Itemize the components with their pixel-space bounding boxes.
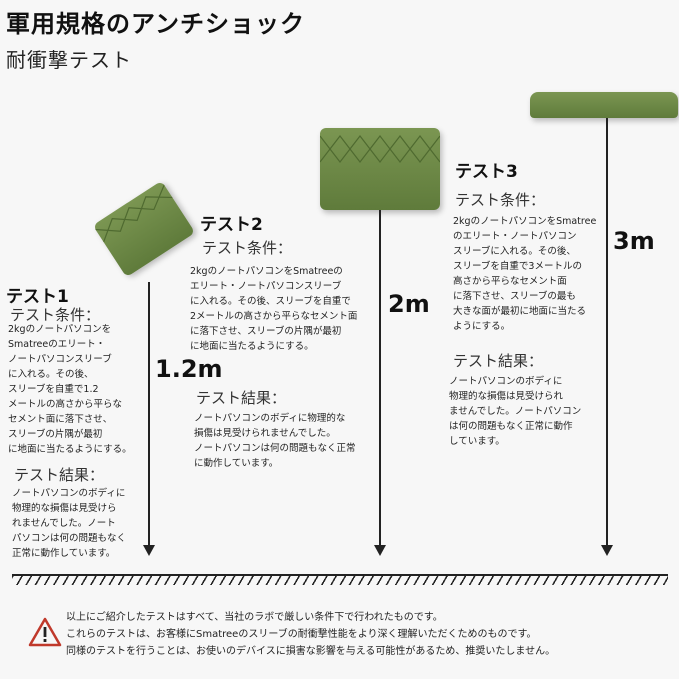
sleeve-image-test2	[320, 128, 440, 210]
sleeve-image-test3	[530, 92, 678, 118]
arrow-down-icon	[601, 545, 613, 556]
test1-condition-head: テスト条件：	[10, 306, 101, 324]
quilt-pattern-icon	[320, 135, 440, 163]
ground-line	[12, 574, 668, 576]
test2-result-head: テスト結果：	[196, 389, 287, 407]
test1-result-head: テスト結果：	[14, 466, 105, 484]
test2-condition-head: テスト条件：	[202, 239, 293, 257]
test3-name: テスト3	[455, 162, 518, 182]
sleeve-image-test1	[92, 180, 196, 278]
test2-height: 2m	[388, 290, 430, 318]
page-subtitle: 耐衝撃テスト	[6, 48, 132, 72]
test1-result: ノートパソコンのボディに 物理的な損傷は見受けら れませんでした。ノート パソコ…	[12, 488, 127, 559]
warning-triangle-icon	[28, 617, 62, 647]
arrow-down-icon	[143, 545, 155, 556]
test3-result: ノートパソコンのボディに 物理的な損傷は見受けられ ませんでした。ノートパソコン…	[449, 376, 582, 447]
test1-condition: 2kgのノートパソコンを Smatreeのエリート・ ノートパソコンスリーブ に…	[8, 324, 132, 455]
test3-condition: 2kgのノートパソコンをSmatree のエリート・ノートパソコン スリーブに入…	[453, 216, 597, 332]
ground-hatch	[12, 576, 668, 585]
quilt-pattern-icon	[95, 184, 173, 243]
test2-result: ノートパソコンのボディに物理的な 損傷は見受けられませんでした。 ノートパソコン…	[194, 413, 356, 469]
drop-line-test1	[148, 282, 150, 546]
test2-name: テスト2	[200, 215, 263, 235]
test1-name: テスト1	[6, 287, 69, 307]
drop-line-test2	[379, 210, 381, 546]
test1-height: 1.2m	[155, 355, 223, 383]
page-title: 軍用規格のアンチショック	[6, 10, 306, 38]
test3-height: 3m	[613, 227, 655, 255]
test3-condition-head: テスト条件：	[455, 191, 546, 209]
disclaimer-note: 以上にご紹介したテストはすべて、当社のラボで厳しい条件下で行われたものです。 こ…	[66, 612, 556, 657]
test2-condition: 2kgのノートパソコンをSmatreeの エリート・ノートパソコンスリーブ に入…	[190, 266, 358, 352]
arrow-down-icon	[374, 545, 386, 556]
test3-result-head: テスト結果：	[453, 352, 544, 370]
drop-line-test3	[606, 118, 608, 546]
